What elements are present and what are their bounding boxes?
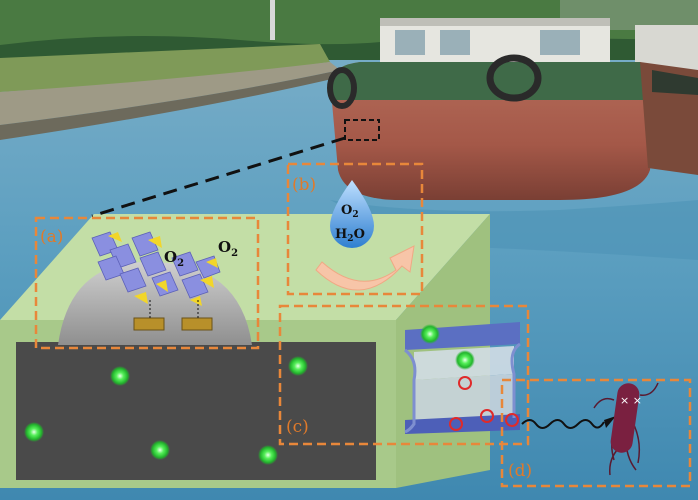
red-rings <box>449 376 519 431</box>
zoom-source-box <box>344 119 380 141</box>
panel-d-box <box>500 378 692 488</box>
bacteria-icon: × × <box>593 382 659 476</box>
panel-b-box <box>286 162 424 296</box>
zoom-leader-line <box>91 136 346 218</box>
panel-a-label: (a) <box>40 227 63 247</box>
green-particle <box>150 440 170 460</box>
red-ring <box>505 413 519 427</box>
red-ring <box>480 409 494 423</box>
panel-a-box <box>34 216 260 350</box>
highlight-boxes <box>34 162 692 488</box>
panel-b-illustration: O2 H2O <box>315 180 415 291</box>
panel-a-illustration: O2 O2 <box>58 231 252 345</box>
catalyst-pad <box>133 317 165 331</box>
panel-c-label: (c) <box>286 417 309 437</box>
species-o2-a1: O2 <box>164 248 184 269</box>
panel-d-label: (d) <box>508 461 532 481</box>
crystal-cluster <box>91 231 221 306</box>
svg-text:× ×: × × <box>620 394 642 407</box>
panel-c-box <box>278 304 530 446</box>
green-particle <box>24 422 44 442</box>
green-particle <box>110 366 130 386</box>
species-o2-b: O2 <box>341 203 359 220</box>
curved-arrow-icon <box>315 245 415 291</box>
green-particle <box>258 445 278 465</box>
species-o2-a2: O2 <box>218 238 238 259</box>
red-ring <box>458 376 472 390</box>
species-h2o: H2O <box>335 227 365 244</box>
panel-b-label: (b) <box>292 175 316 195</box>
green-particle <box>420 324 440 344</box>
green-particle <box>455 350 475 370</box>
sensor-block <box>0 214 490 488</box>
green-particle <box>288 356 308 376</box>
squiggle-arrowhead <box>604 416 616 428</box>
dark-slab <box>16 342 376 480</box>
boat <box>327 18 698 200</box>
catalyst-pad <box>181 317 213 331</box>
red-ring <box>449 417 463 431</box>
water-droplet-icon <box>330 180 374 248</box>
squiggle-arrow-icon <box>521 419 605 429</box>
green-particles <box>24 324 475 465</box>
